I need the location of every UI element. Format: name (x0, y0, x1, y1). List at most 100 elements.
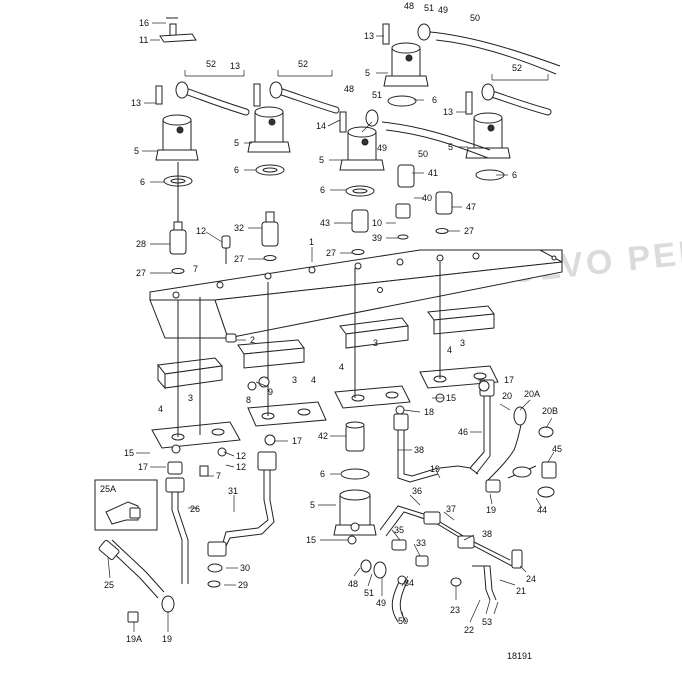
callout-48: 48 (348, 579, 358, 589)
leader-lines (107, 22, 555, 632)
callout-9: 9 (268, 387, 273, 397)
callout-53: 53 (482, 617, 492, 627)
sender-unit-lower (333, 421, 377, 536)
callout-20A: 20A (524, 389, 540, 399)
sender-unit-right (395, 91, 511, 240)
callout-19: 19 (486, 505, 496, 515)
callout-6: 6 (512, 170, 517, 180)
callout-5: 5 (234, 138, 239, 148)
callout-13: 13 (443, 107, 453, 117)
callout-11: 11 (139, 35, 148, 45)
callout-27: 27 (326, 248, 336, 258)
callout-3: 3 (460, 338, 465, 348)
callout-45: 45 (552, 444, 562, 454)
callout-7: 7 (216, 471, 221, 481)
callout-21: 21 (516, 586, 526, 596)
callout-12: 12 (196, 226, 206, 236)
callout-19: 19 (430, 464, 440, 474)
sender-unit-top-right-high (382, 23, 429, 107)
callout-27: 27 (136, 268, 146, 278)
callout-44: 44 (537, 505, 547, 515)
callout-19A: 19A (126, 634, 142, 644)
callout-4: 4 (158, 404, 163, 414)
callout-3: 3 (373, 338, 378, 348)
callout-23: 23 (450, 605, 460, 615)
callout-35: 35 (394, 525, 404, 535)
lower-pipework (98, 379, 557, 623)
callout-49: 49 (376, 598, 386, 608)
callout-13: 13 (230, 61, 240, 71)
callout-28: 28 (136, 239, 146, 249)
callout-38: 38 (414, 445, 424, 455)
callout-5: 5 (365, 68, 370, 78)
callout-13: 13 (364, 31, 374, 41)
callout-12: 12 (236, 462, 246, 472)
callout-40: 40 (422, 193, 432, 203)
callout-46: 46 (458, 427, 468, 437)
callout-5: 5 (134, 146, 139, 156)
callout-32: 32 (234, 223, 244, 233)
callout-5: 5 (310, 500, 315, 510)
callout-27: 27 (234, 254, 244, 264)
callout-24: 24 (526, 574, 536, 584)
sender-unit-top-middle (221, 83, 291, 264)
callout-6: 6 (432, 95, 437, 105)
callout-14: 14 (316, 121, 326, 131)
callout-20: 20 (502, 391, 512, 401)
callout-29: 29 (238, 580, 248, 590)
callout-8: 8 (246, 395, 251, 405)
callout-3: 3 (188, 393, 193, 403)
callout-3: 3 (292, 375, 297, 385)
callout-27: 27 (464, 226, 474, 236)
callout-7: 7 (193, 264, 198, 274)
callout-19: 19 (162, 634, 172, 644)
callout-22: 22 (464, 625, 474, 635)
callout-17: 17 (292, 436, 302, 446)
callout-6: 6 (140, 177, 145, 187)
callout-17: 17 (138, 462, 148, 472)
callout-43: 43 (320, 218, 330, 228)
callout-51: 51 (364, 588, 374, 598)
callout-6: 6 (320, 185, 325, 195)
callout-15: 15 (124, 448, 134, 458)
callout-5: 5 (448, 142, 453, 152)
callout-37: 37 (446, 504, 456, 514)
callout-51: 51 (372, 90, 382, 100)
callout-34: 34 (404, 578, 414, 588)
callout-1: 1 (309, 237, 314, 247)
callout-49: 49 (377, 143, 387, 153)
callout-numbers: 16 11 13 52 13 52 5 5 6 6 12 28 32 27 27… (104, 1, 562, 644)
callout-52: 52 (298, 59, 308, 69)
callout-50: 50 (398, 616, 408, 626)
callout-18: 18 (424, 407, 434, 417)
callout-50: 50 (418, 149, 428, 159)
figure-number: 18191 (507, 651, 532, 661)
sender-unit-top-left (155, 17, 199, 274)
callout-15: 15 (446, 393, 456, 403)
callout-36: 36 (412, 486, 422, 496)
hose-assemblies (175, 23, 561, 159)
callout-2: 2 (250, 335, 255, 345)
callout-25: 25 (104, 580, 114, 590)
inset-25A: 25A (94, 479, 158, 531)
callout-38: 38 (482, 529, 492, 539)
sender-unit-top-center (339, 111, 385, 255)
callout-52: 52 (512, 63, 522, 73)
callout-6: 6 (234, 165, 239, 175)
callout-50: 50 (470, 13, 480, 23)
callout-49: 49 (438, 5, 448, 15)
callout-13: 13 (131, 98, 141, 108)
callout-12: 12 (236, 451, 246, 461)
callout-4: 4 (311, 375, 316, 385)
callout-20B: 20B (542, 406, 558, 416)
callout-16: 16 (139, 18, 149, 28)
callout-51: 51 (424, 3, 434, 13)
callout-5: 5 (319, 155, 324, 165)
callout-39: 39 (372, 233, 382, 243)
callout-10: 10 (372, 218, 382, 228)
callout-33: 33 (416, 538, 426, 548)
callout-26: 26 (190, 504, 200, 514)
callout-6: 6 (320, 469, 325, 479)
callout-48: 48 (404, 1, 414, 11)
